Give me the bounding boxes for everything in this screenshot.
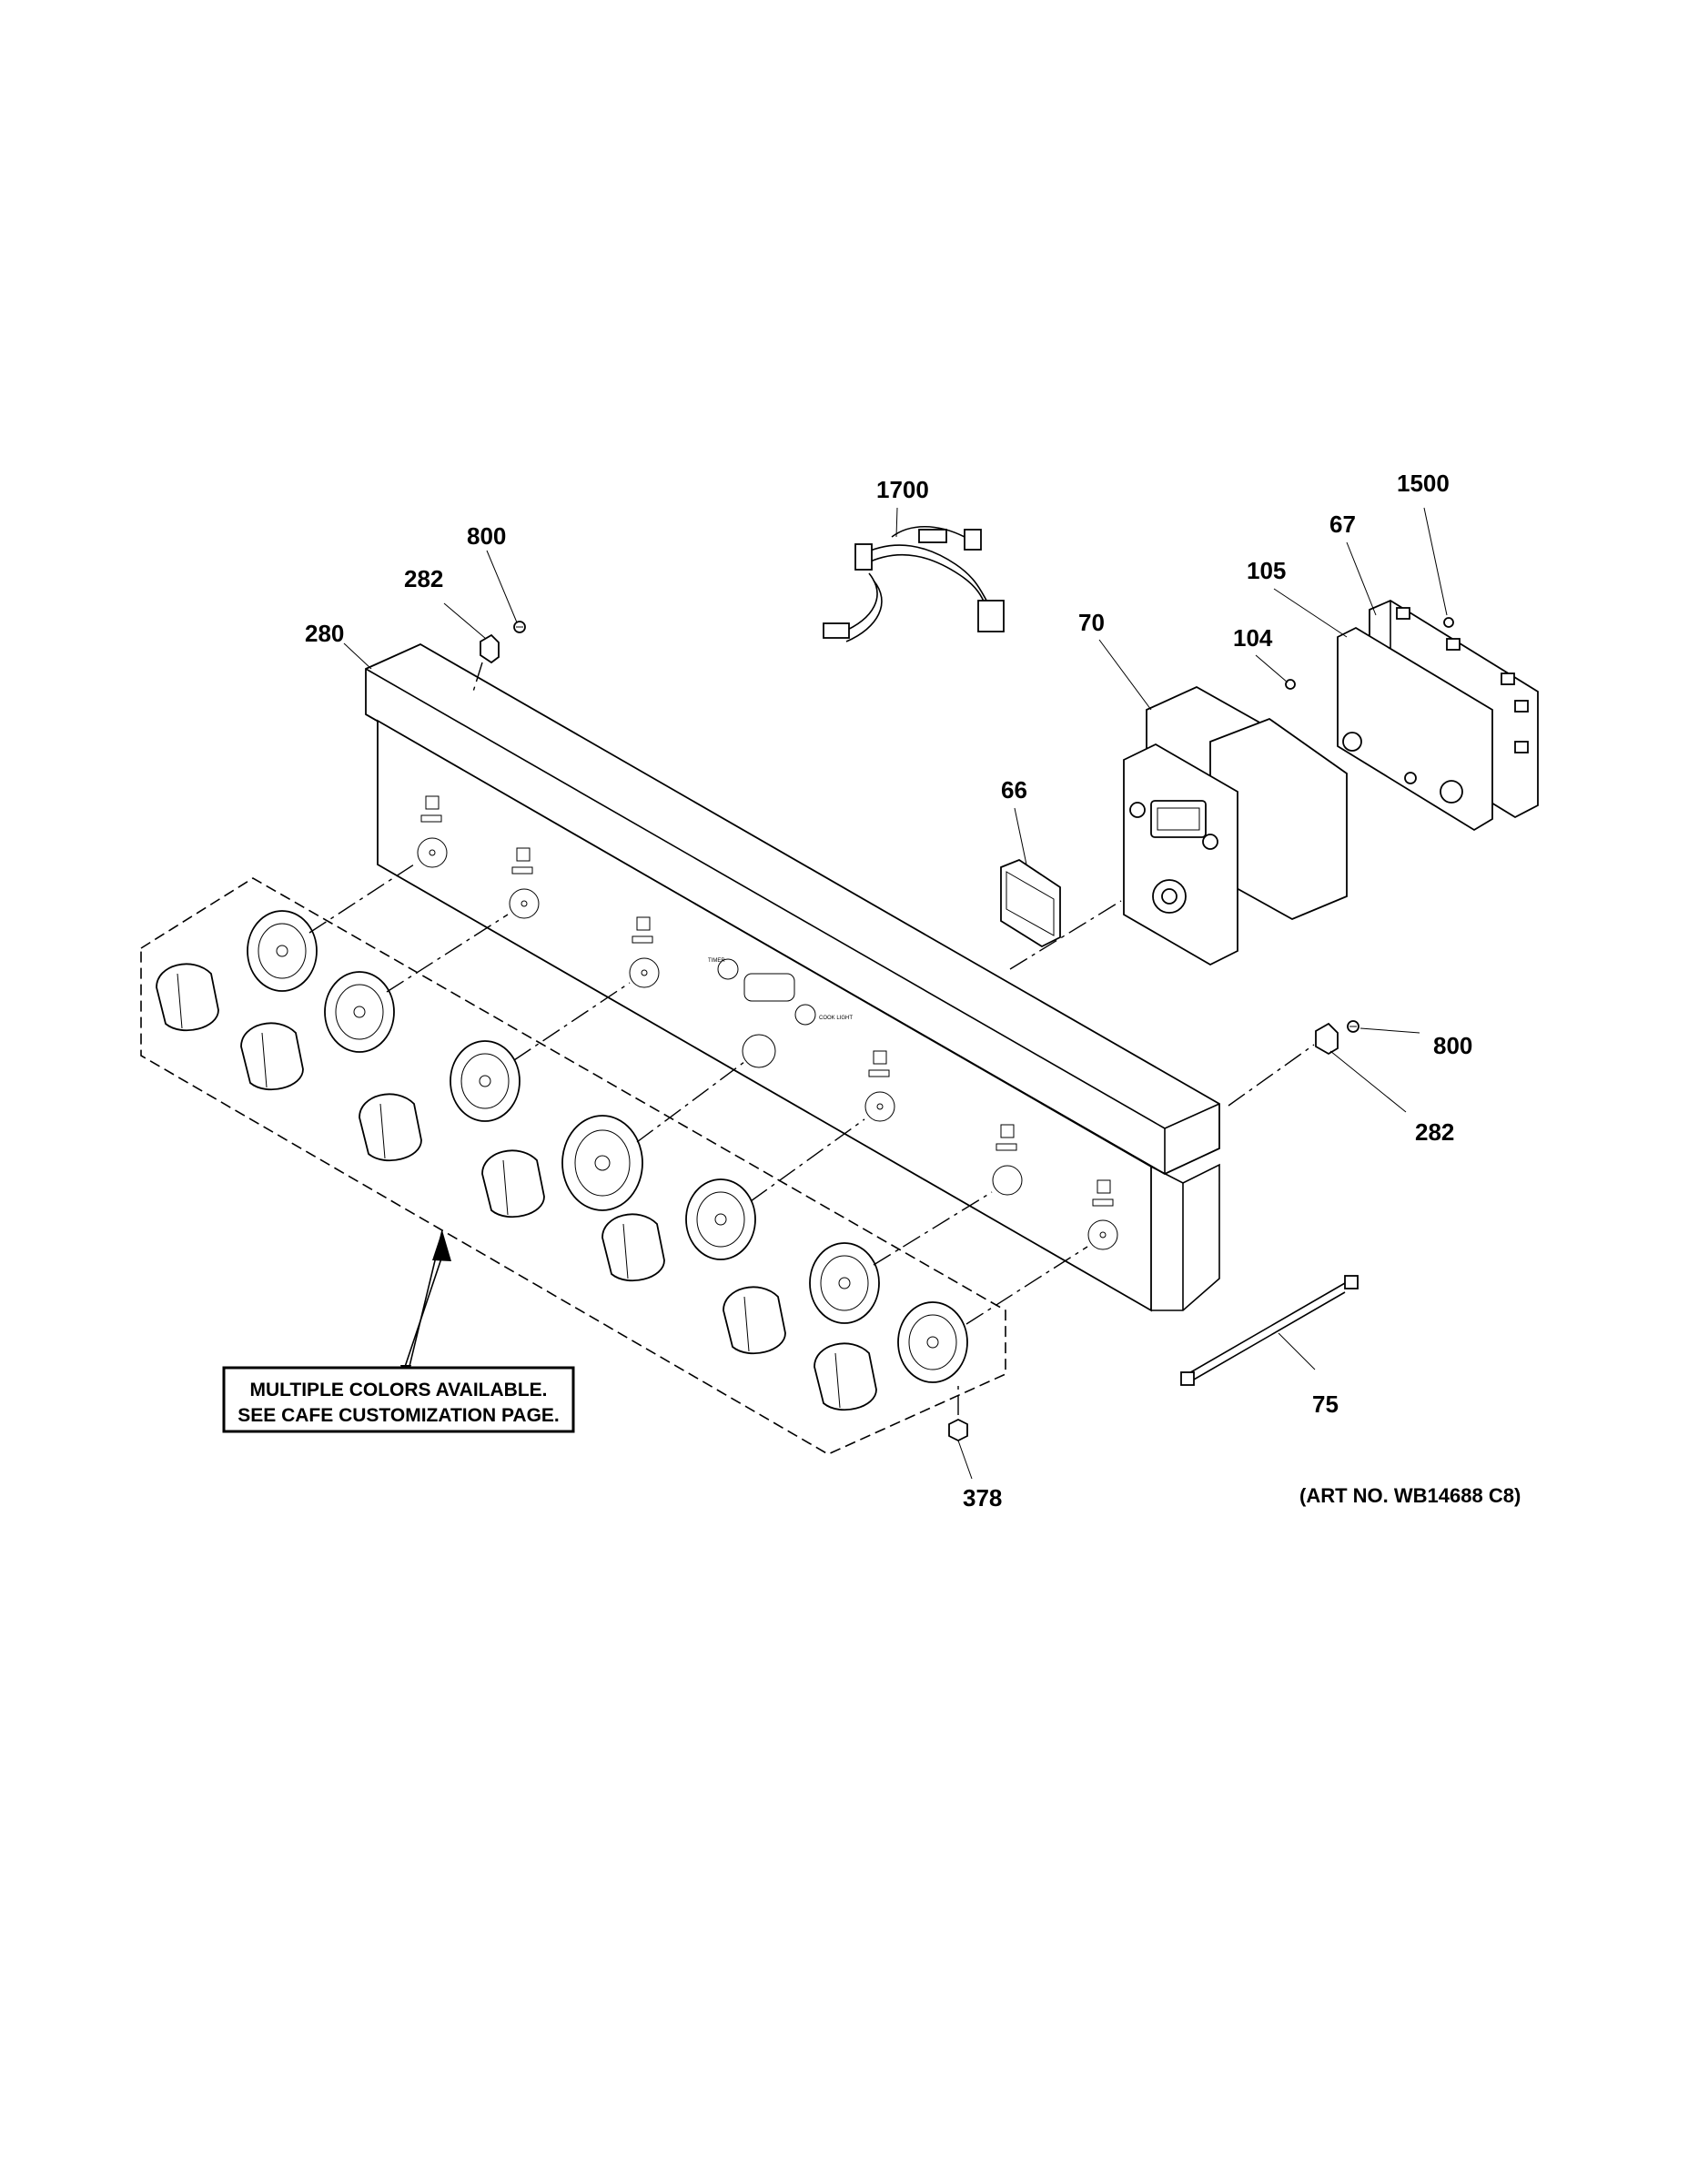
callout-282-right: 282 bbox=[1415, 1118, 1454, 1146]
callout-282-top: 282 bbox=[404, 565, 443, 592]
callout-800-right: 800 bbox=[1433, 1032, 1472, 1059]
callouts: 1700 1500 800 67 282 105 280 70 104 66 8… bbox=[305, 470, 1472, 1512]
callout-104: 104 bbox=[1233, 624, 1273, 652]
panel-knob-holes bbox=[417, 795, 1118, 1250]
display-lens-66 bbox=[1000, 858, 1061, 948]
bezel-6 bbox=[809, 1242, 880, 1324]
bezel-5 bbox=[685, 1178, 756, 1260]
note-line-1: MULTIPLE COLORS AVAILABLE. bbox=[249, 1380, 547, 1400]
callout-105: 105 bbox=[1247, 557, 1286, 584]
knob-5 bbox=[601, 1213, 665, 1282]
knob-6 bbox=[723, 1286, 786, 1355]
right-screw-800 bbox=[1347, 1020, 1359, 1033]
knob-nut-378 bbox=[948, 1418, 968, 1442]
leader-lines bbox=[343, 507, 1448, 1480]
knob-1 bbox=[156, 963, 219, 1032]
left-screw-800 bbox=[513, 621, 526, 633]
callout-1700: 1700 bbox=[876, 476, 929, 503]
oven-control-70 bbox=[1123, 685, 1348, 966]
callout-75: 75 bbox=[1312, 1390, 1339, 1418]
left-bracket-282 bbox=[480, 633, 500, 664]
callout-1500: 1500 bbox=[1397, 470, 1450, 497]
art-number: (ART NO. WB14688 C8) bbox=[1299, 1484, 1521, 1507]
knob-7 bbox=[814, 1342, 877, 1411]
customization-note: MULTIPLE COLORS AVAILABLE. SEE CAFE CUST… bbox=[222, 1366, 575, 1433]
bezel-3 bbox=[450, 1040, 521, 1122]
callout-70: 70 bbox=[1078, 609, 1105, 636]
bezel-2 bbox=[324, 971, 395, 1053]
control-panel-backsplash: TIMER COOK LIGHT bbox=[365, 642, 1220, 1312]
bezel-1 bbox=[247, 910, 318, 992]
wire-harness-1700 bbox=[823, 525, 1005, 642]
knob-group bbox=[156, 963, 877, 1411]
callout-67: 67 bbox=[1329, 511, 1356, 538]
timer-label: TIMER bbox=[708, 958, 725, 964]
knob-4 bbox=[481, 1149, 545, 1218]
board-mount-67 bbox=[1337, 626, 1493, 832]
sensor-harness-75 bbox=[1180, 1275, 1359, 1386]
screw-104 bbox=[1285, 679, 1296, 690]
right-bracket-282 bbox=[1315, 1022, 1339, 1056]
note-arrow bbox=[400, 1229, 451, 1382]
callout-378: 378 bbox=[963, 1484, 1002, 1512]
bezel-group bbox=[247, 910, 968, 1383]
assembly-lines bbox=[308, 662, 1315, 1415]
knob-group-outline bbox=[140, 877, 1006, 1455]
callout-800-top: 800 bbox=[467, 522, 506, 550]
note-line-2: SEE CAFE CUSTOMIZATION PAGE. bbox=[238, 1405, 560, 1426]
knob-2 bbox=[240, 1022, 304, 1091]
callout-66: 66 bbox=[1001, 776, 1027, 804]
board-screw-1500 bbox=[1443, 617, 1454, 628]
cook-light-label: COOK LIGHT bbox=[819, 1016, 853, 1021]
bezel-7 bbox=[897, 1301, 968, 1383]
bezel-4 bbox=[561, 1115, 643, 1211]
callout-280: 280 bbox=[305, 620, 344, 647]
knob-3 bbox=[359, 1093, 422, 1162]
